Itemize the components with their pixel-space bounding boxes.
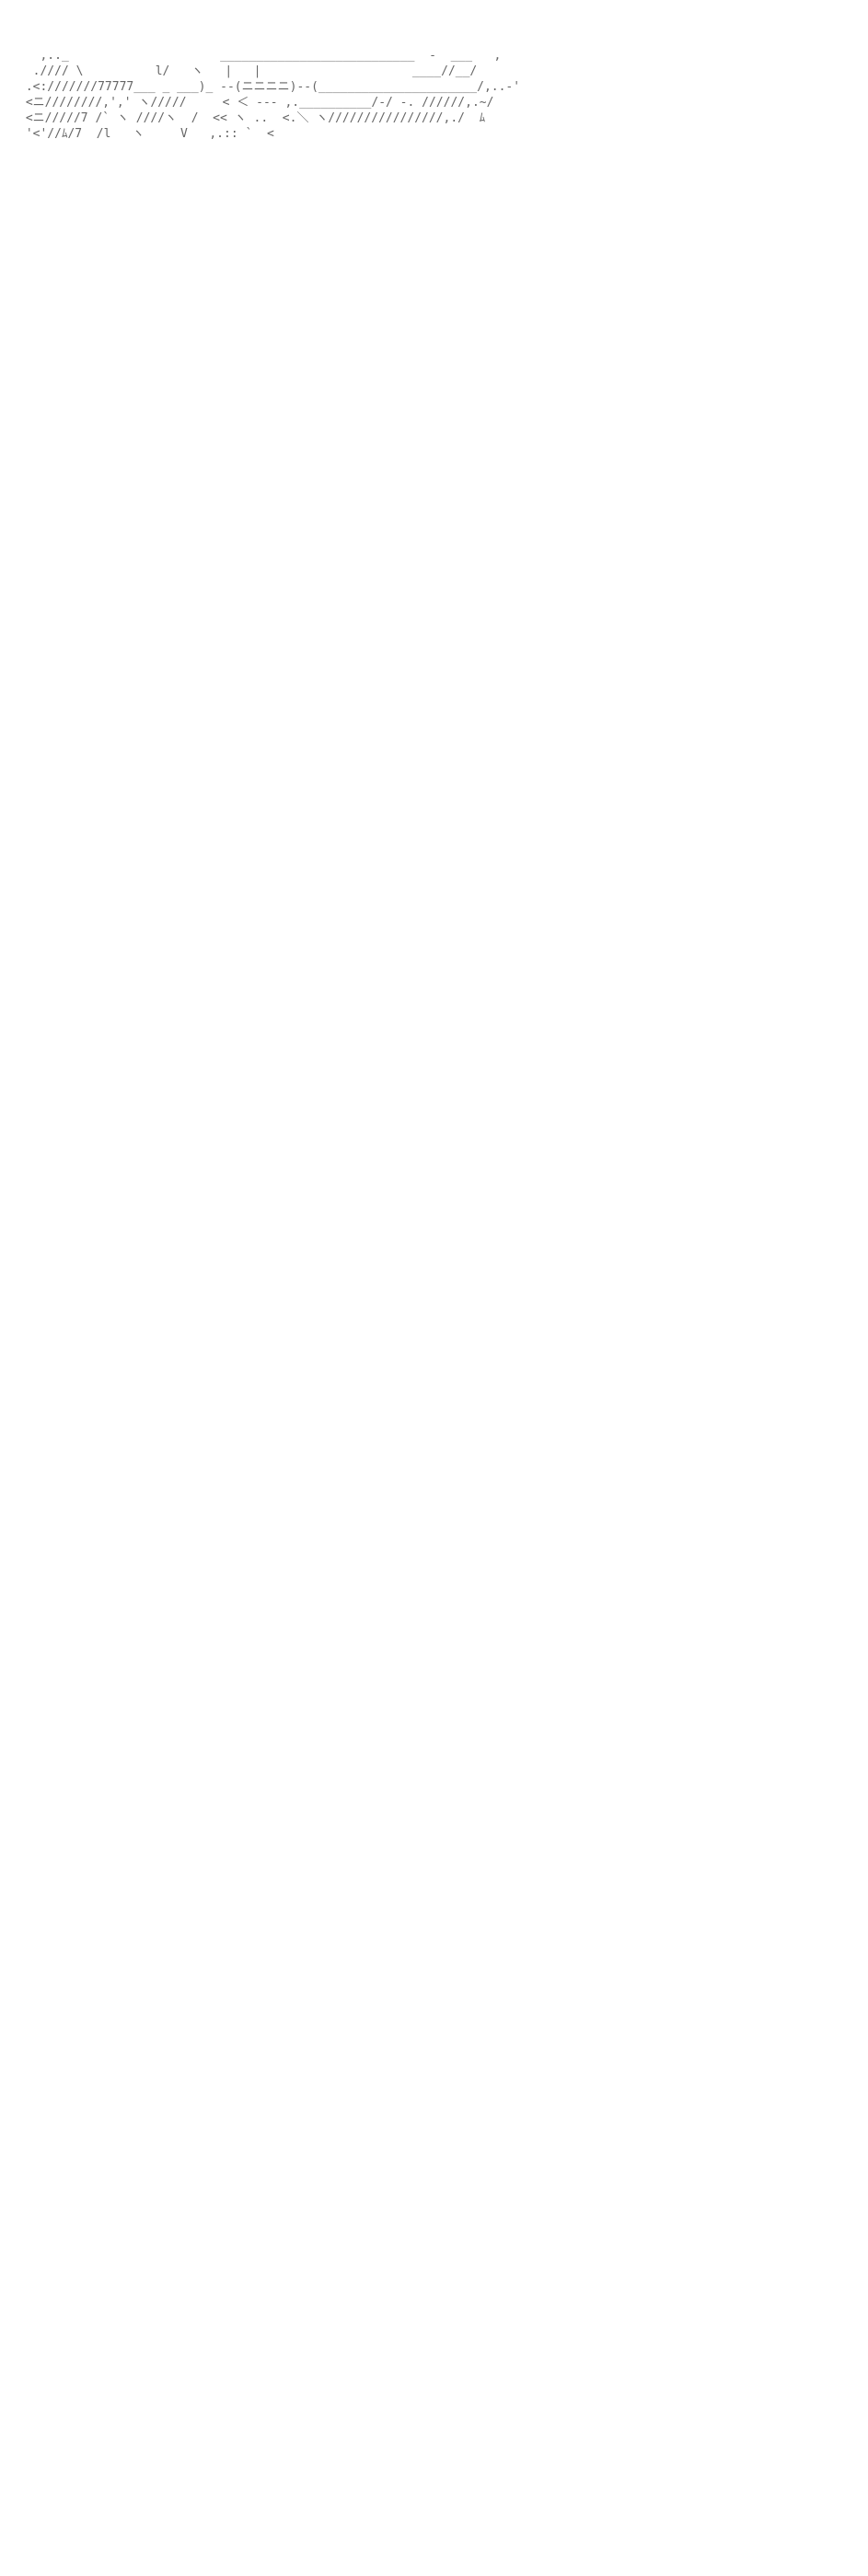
ascii-art-face-1: ,.._ ___________________________ - ___ ,… — [25, 49, 521, 141]
panel-1: ,.._ ___________________________ - ___ ,… — [0, 0, 868, 516]
